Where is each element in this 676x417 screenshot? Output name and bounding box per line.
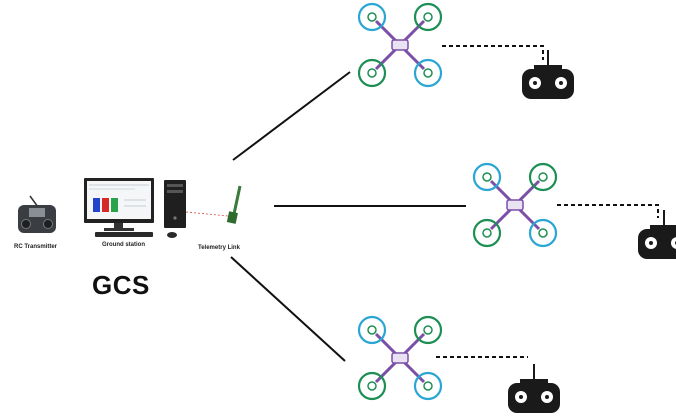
rc-transmitter-icon bbox=[18, 195, 56, 233]
remote-controller-icon-bottom bbox=[507, 363, 561, 414]
quadcopter-icon-top bbox=[357, 2, 443, 88]
gcs-links bbox=[230, 71, 466, 362]
link-line-top bbox=[232, 71, 351, 161]
dashed-link-top bbox=[442, 45, 544, 60]
quadcopter-icon-middle bbox=[472, 162, 558, 248]
gcs-title: GCS bbox=[92, 270, 150, 300]
quadcopter-icon-bottom bbox=[357, 315, 443, 401]
rc-transmitter-label: RC Transmitter bbox=[14, 244, 58, 250]
dashed-link-middle bbox=[557, 204, 659, 218]
remote-controller-icon-top bbox=[521, 49, 575, 100]
controller-links bbox=[436, 45, 659, 358]
link-line-bottom bbox=[230, 256, 346, 362]
computer-icon bbox=[84, 178, 229, 238]
telemetry-link-label: Telemetry Link bbox=[198, 245, 240, 251]
ground-station-label: Ground station bbox=[102, 242, 145, 248]
telemetry-antenna-icon bbox=[226, 185, 242, 224]
